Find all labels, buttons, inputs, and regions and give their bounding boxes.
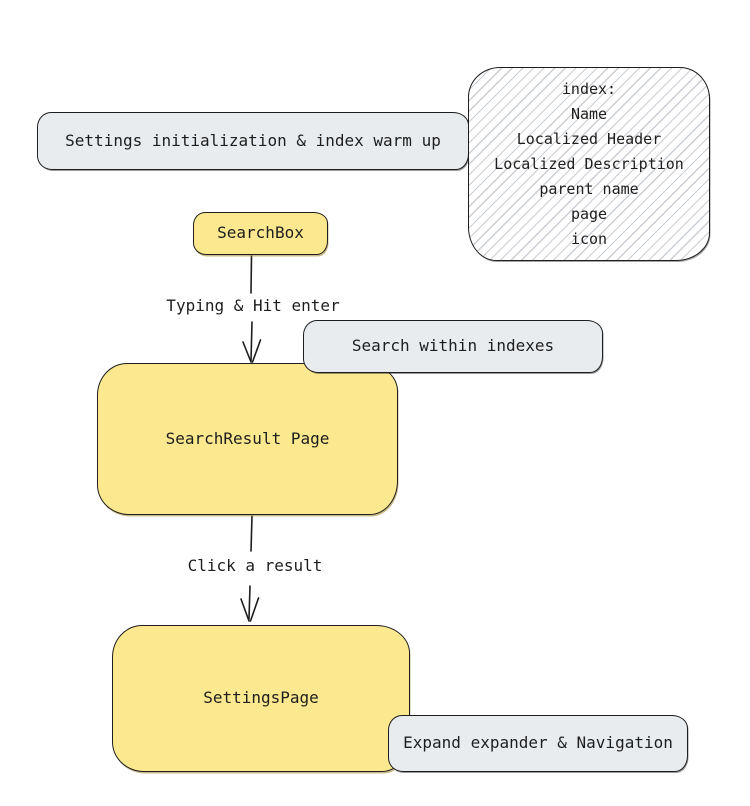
index-note-line: Localized Header <box>516 129 662 148</box>
node-searchresult-page: SearchResult Page <box>97 363 398 515</box>
node-settingspage: SettingsPage <box>112 625 410 772</box>
arrow-click-segment-bottom <box>248 585 251 620</box>
arrow-click-segment-top <box>250 515 253 552</box>
node-searchbox-label: SearchBox <box>217 223 304 243</box>
arrow-click-head <box>240 597 260 622</box>
arrow-typing-segment-bottom <box>250 321 253 362</box>
edge-label-typing: Typing & Hit enter <box>166 296 340 315</box>
index-note-line: index: <box>561 79 617 98</box>
node-settings-initialization: Settings initialization & index warm up <box>37 112 469 170</box>
node-index-note: index: Name Localized Header Localized D… <box>468 67 710 261</box>
index-note-line: icon <box>570 229 608 248</box>
node-expand-navigation: Expand expander & Navigation <box>388 715 688 772</box>
index-note-lines: index: Name Localized Header Localized D… <box>494 77 684 252</box>
index-note-line: Name <box>570 104 608 123</box>
arrow-typing-head <box>242 339 262 363</box>
node-searchbox: SearchBox <box>193 212 328 255</box>
node-searchresult-page-label: SearchResult Page <box>165 428 330 448</box>
node-expand-navigation-label: Expand expander & Navigation <box>403 733 673 753</box>
arrow-typing-segment-top <box>250 255 253 294</box>
node-search-within-indexes: Search within indexes <box>303 320 603 373</box>
edge-label-click-result: Click a result <box>187 556 323 575</box>
index-note-line: parent name <box>539 179 639 198</box>
index-note-line: page <box>570 204 608 223</box>
node-search-within-indexes-label: Search within indexes <box>351 336 555 356</box>
node-settingspage-label: SettingsPage <box>203 688 319 708</box>
index-note-line: Localized Description <box>494 154 684 173</box>
node-settings-initialization-label: Settings initialization & index warm up <box>65 130 441 150</box>
